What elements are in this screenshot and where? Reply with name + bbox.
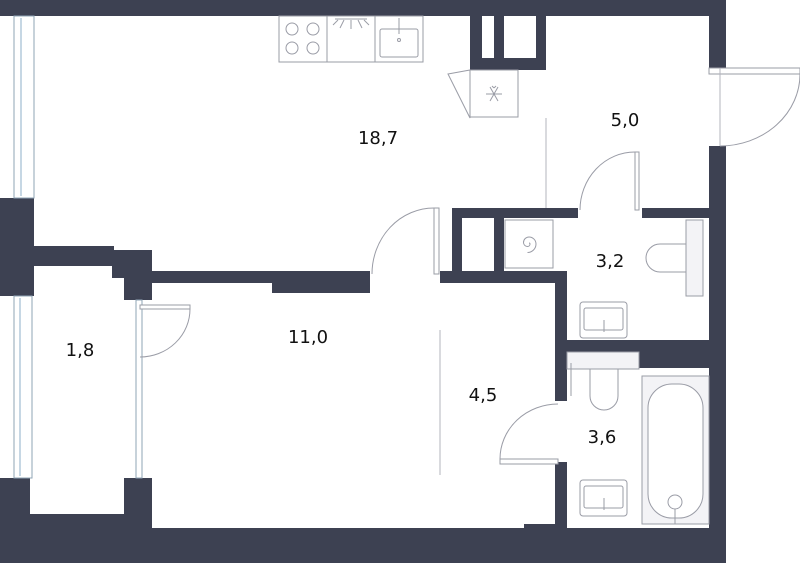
wall-top [0,0,726,16]
toilet-sink [579,301,628,339]
bathroom-toilet [566,351,640,411]
wall-bottom-balcony [18,514,126,532]
area-kitchen-living: 18,7 [358,128,398,149]
door-bedroom-leaf[interactable] [433,207,440,275]
kitchen-counter [278,15,424,63]
area-hall: 5,0 [611,110,640,131]
window-balcony-door [135,299,143,479]
wall-toilet-niche [494,208,504,278]
door-toilet-leaf[interactable] [634,151,640,211]
toilet-wc [645,219,704,297]
wall-toilet-top [452,208,578,218]
door-entrance-leaf[interactable] [708,67,800,75]
area-toilet: 3,2 [596,251,625,272]
bathtub [641,375,710,525]
wall-corridor-right [555,271,567,401]
wall-shaft-left [470,0,482,62]
wall-bedroom-top-thick [272,271,370,293]
wall-toilet-left [452,208,462,278]
wall-right-main [709,146,726,563]
bathroom-sink [579,479,628,517]
wall-bottom [0,528,726,563]
wall-corridor-top [440,271,566,283]
area-bathroom: 3,6 [588,427,617,448]
spiral-icon [522,236,537,253]
wall-bath-corridor-bottom [524,524,564,536]
wall-shaft-bottom [470,58,546,70]
wall-bath-top-right [636,346,710,368]
area-corridor: 4,5 [469,385,498,406]
window-balcony [13,295,33,479]
snowflake-icon [486,85,502,102]
wall-left-top [0,0,18,16]
wall-bath-left [555,462,567,532]
walls [0,0,726,563]
wall-shaft-right [536,0,546,70]
door-balcony-leaf[interactable] [139,304,191,310]
windows [13,15,143,479]
wall-balcony-top [18,246,114,266]
stove [278,15,328,63]
wall-bedroom-left-bottom [124,478,152,532]
area-bedroom: 11,0 [288,327,328,348]
doors [139,67,800,475]
wall-bedroom-left-top [124,266,152,300]
sparkle-icon [332,18,370,29]
wall-right-top [709,0,726,68]
window-kitchen [13,15,35,199]
wall-shaft-mid [494,0,504,62]
room-labels: 18,7 5,0 3,2 1,8 11,0 4,5 3,6 [66,110,640,448]
washing-machine [504,219,554,269]
wall-toilet-top-right [642,208,710,218]
fridge [447,69,519,119]
door-bathroom-leaf[interactable] [499,458,559,465]
area-balcony: 1,8 [66,340,95,361]
